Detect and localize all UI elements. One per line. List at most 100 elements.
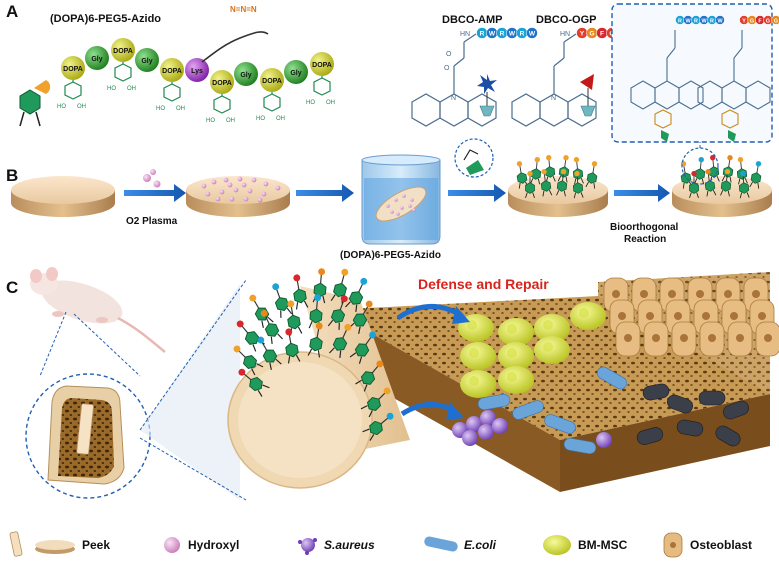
sequence-letter: W <box>717 19 723 25</box>
mouse-icon <box>30 267 166 353</box>
sequence-letter: R <box>678 19 682 25</box>
anchor-molecule-icon <box>19 80 51 127</box>
chain-bead-label: DOPA <box>162 68 182 75</box>
beaker-icon <box>361 154 441 245</box>
hydroxyl-dot <box>233 187 239 193</box>
zoom-line-2 <box>73 313 141 377</box>
sequence-letter: R <box>694 19 698 25</box>
ho-label: HO <box>156 106 165 112</box>
hydroxyl-dot <box>211 179 217 185</box>
surface-peptide-marker <box>327 295 350 331</box>
dbco-amp-structure <box>411 33 497 127</box>
surface-peptide-marker <box>689 170 699 199</box>
amp-o-label: O <box>444 65 450 72</box>
surface-peptide-marker <box>749 161 764 189</box>
sequence-letter: R <box>710 19 714 25</box>
surface-peptide-marker <box>543 154 556 183</box>
ho-label: HO <box>107 86 116 92</box>
e-coli-cell <box>597 366 627 390</box>
sequence-letter: G <box>766 19 770 25</box>
osteoblast-cluster <box>603 277 779 357</box>
surface-peptide-marker <box>694 156 707 185</box>
surface-peptide-marker <box>256 336 282 371</box>
legend-label-s-aureus: S.aureus <box>324 538 375 552</box>
dead-bacterium <box>642 383 670 401</box>
panel-b <box>11 138 772 245</box>
sequence-letter: R <box>520 31 525 38</box>
chain-bead-dopa <box>310 52 334 76</box>
chain-bead-label: Gly <box>91 56 102 63</box>
sequence-letter: W <box>701 19 707 25</box>
sequence-letter: G <box>774 19 778 25</box>
surface-peptide-marker <box>354 360 384 392</box>
surface-peptide-marker <box>703 169 717 197</box>
sequence-letter: R <box>500 31 505 38</box>
amp-hn-label: HN <box>460 31 470 38</box>
sequence-letter: Y <box>742 19 746 25</box>
ho-label: HO <box>306 100 315 106</box>
oh-label: OH <box>226 118 235 124</box>
hydroxyl-dot <box>205 191 211 197</box>
s-aureus-icon <box>298 538 317 555</box>
legend-label-hydroxyl: Hydroxyl <box>188 538 240 552</box>
hydroxyl-dot <box>241 182 247 188</box>
e-coli-cell <box>477 393 511 411</box>
surface-peptide-marker <box>539 169 553 197</box>
hydroxyl-dot <box>223 177 229 183</box>
azide-zoom-circle <box>454 138 494 178</box>
oh-label: OH <box>77 104 86 110</box>
chain-bead-dopa <box>61 56 85 80</box>
oh-label: OH <box>127 86 136 92</box>
chain-bead-gly <box>284 60 308 84</box>
surface-peptide-marker <box>720 168 733 197</box>
legend-icons <box>9 531 683 558</box>
peg-tail <box>201 31 269 63</box>
coating-label: (DOPA)6-PEG5-Azido <box>340 250 441 261</box>
hydroxyl-dot <box>396 212 400 216</box>
surface-peptide-marker <box>362 412 394 442</box>
s-aureus-cell <box>480 410 496 426</box>
hydroxyl-dot <box>412 208 416 212</box>
surface-peptide-marker <box>259 309 284 345</box>
hydroxyl-dot <box>261 191 267 197</box>
bioorthogonal-label-1: Bioorthogonal <box>610 222 679 233</box>
hydroxyl-dot <box>227 182 233 188</box>
dbco-amp-label: DBCO-AMP <box>442 14 503 26</box>
dead-bacterium <box>723 400 749 420</box>
arrow-b4 <box>614 184 670 202</box>
surface-peptide-marker <box>349 331 377 365</box>
surface-peptide-marker <box>348 300 374 335</box>
surface-peptide-marker <box>735 156 748 185</box>
surface-peptide-marker <box>738 170 750 199</box>
chain-bead-label: DOPA <box>212 80 232 87</box>
s-aureus-cluster <box>452 410 612 448</box>
surface-peptide-marker <box>282 328 301 365</box>
arrow-b1 <box>124 184 186 202</box>
hydroxyl-dot <box>263 181 269 187</box>
surface-peptide-marker <box>330 268 351 305</box>
hydroxyl-dot <box>400 206 404 210</box>
hydroxyl-dot <box>390 210 394 214</box>
chain-bead-label: Gly <box>240 72 251 79</box>
oh-label: OH <box>326 100 335 106</box>
surface-peptide-marker <box>307 322 326 359</box>
chain-bead-gly <box>135 48 159 72</box>
hydroxyl-dot <box>219 189 225 195</box>
hydroxyl-dot <box>386 204 390 208</box>
chain-bead-dopa <box>260 68 284 92</box>
sequence-letter: R <box>480 31 485 38</box>
surface-peptide-marker <box>290 274 309 311</box>
panel-label-a: A <box>6 2 19 21</box>
surface-peptide-marker <box>270 283 293 319</box>
surface-peptide-marker <box>514 161 529 189</box>
peek-icon <box>9 531 75 557</box>
defense-repair-label: Defense and Repair <box>418 276 549 292</box>
surface-peptide-marker <box>557 155 571 183</box>
peek-disc-1 <box>11 176 115 217</box>
hydroxyl-dot <box>257 197 263 203</box>
chain-bead-dopa <box>160 58 184 82</box>
ho-label: HO <box>206 118 215 124</box>
azide-label: N=N=N <box>230 5 257 14</box>
